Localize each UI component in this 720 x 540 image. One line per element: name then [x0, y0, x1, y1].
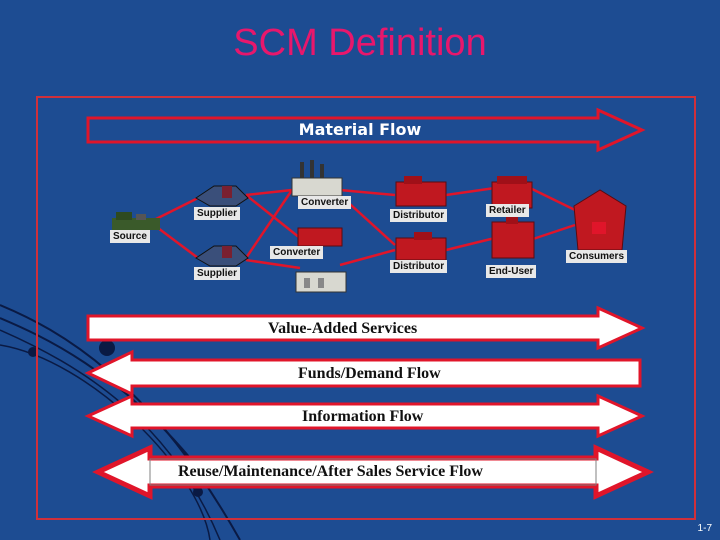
converter-bottom-icon: [295, 227, 347, 293]
converter-top-icon: [291, 160, 343, 197]
distributor-bottom-label: Distributor: [390, 260, 448, 273]
material-flow-label: Material Flow: [298, 120, 422, 139]
value-added-arrow: [86, 305, 646, 351]
source-icon: [112, 212, 160, 230]
diagram-frame: [36, 96, 696, 520]
supplier-bottom-icon: [195, 245, 249, 267]
converter-top-label: Converter: [298, 196, 352, 209]
end-user-icon: [491, 214, 535, 259]
material-flow-arrow: [86, 107, 646, 153]
funds-demand-label: Funds/Demand Flow: [298, 365, 441, 382]
supplier-top-icon: [195, 185, 249, 207]
source-label: Source: [110, 230, 150, 243]
page-title: SCM Definition: [233, 22, 487, 64]
page-number: 1-7: [697, 523, 712, 534]
reuse-flow-arrow: [92, 444, 654, 500]
information-flow-arrow: [84, 393, 646, 439]
consumers-label: Consumers: [566, 250, 628, 263]
end-user-label: End-User: [486, 265, 537, 278]
converter-bottom-label: Converter: [270, 246, 324, 259]
decor-dot: [99, 340, 115, 356]
distributor-bottom-icon: [395, 232, 447, 261]
distributor-top-icon: [395, 176, 447, 207]
retailer-icon: [491, 176, 533, 209]
reuse-flow-label: Reuse/Maintenance/After Sales Service Fl…: [178, 463, 483, 480]
supplier-bottom-label: Supplier: [194, 267, 241, 280]
value-added-label: Value-Added Services: [268, 320, 418, 337]
decor-dot: [28, 347, 38, 357]
decor-dot: [193, 487, 203, 497]
retailer-label: Retailer: [486, 204, 529, 217]
supplier-top-label: Supplier: [194, 207, 241, 220]
funds-demand-arrow: [84, 349, 642, 397]
information-flow-label: Information Flow: [302, 408, 424, 425]
consumers-icon: [573, 189, 627, 251]
distributor-top-label: Distributor: [390, 209, 448, 222]
